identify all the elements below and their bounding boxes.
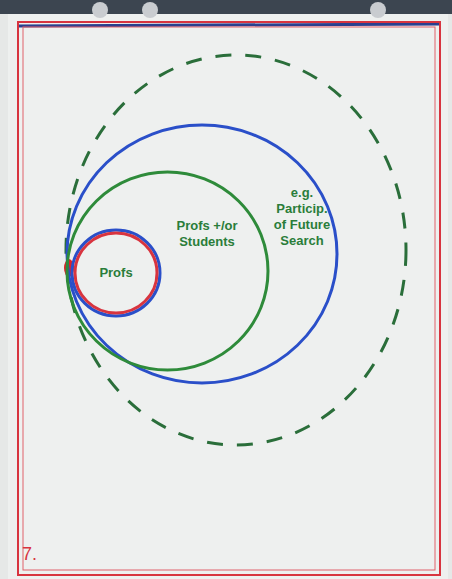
dashed-outer-ellipse [66, 55, 406, 445]
text-holder: e.g. Particip. of Future Search [272, 185, 332, 249]
ellipse-stroke [67, 125, 337, 383]
participants-ellipse: e.g. Particip. of Future SearchProfs +/o… [67, 125, 337, 383]
label-holder: 7. [22, 544, 37, 564]
ellipse-stroke [72, 230, 160, 316]
paper-sheet [8, 14, 448, 579]
ellipse-inner-stroke [75, 233, 157, 313]
ellipse-outline [67, 172, 268, 370]
pin [92, 2, 108, 18]
top-rule [18, 24, 440, 26]
text-holder: Profs +/or Students [172, 218, 242, 250]
node-label: Profs [80, 265, 152, 281]
profs-ellipse: Profs [72, 230, 160, 316]
red-border [18, 22, 440, 575]
pin [370, 2, 386, 18]
pin [142, 2, 158, 18]
red-border-inner [23, 27, 435, 570]
ellipse-stroke [67, 172, 268, 370]
page-number: 7. [22, 544, 37, 564]
ellipse-outline [67, 125, 337, 383]
text-holder: Profs [80, 265, 152, 281]
students-ellipse: Profs +/or StudentsProfs [67, 172, 268, 370]
node-label: e.g. Particip. of Future Search [272, 185, 332, 249]
node-label: Profs +/or Students [172, 218, 242, 250]
